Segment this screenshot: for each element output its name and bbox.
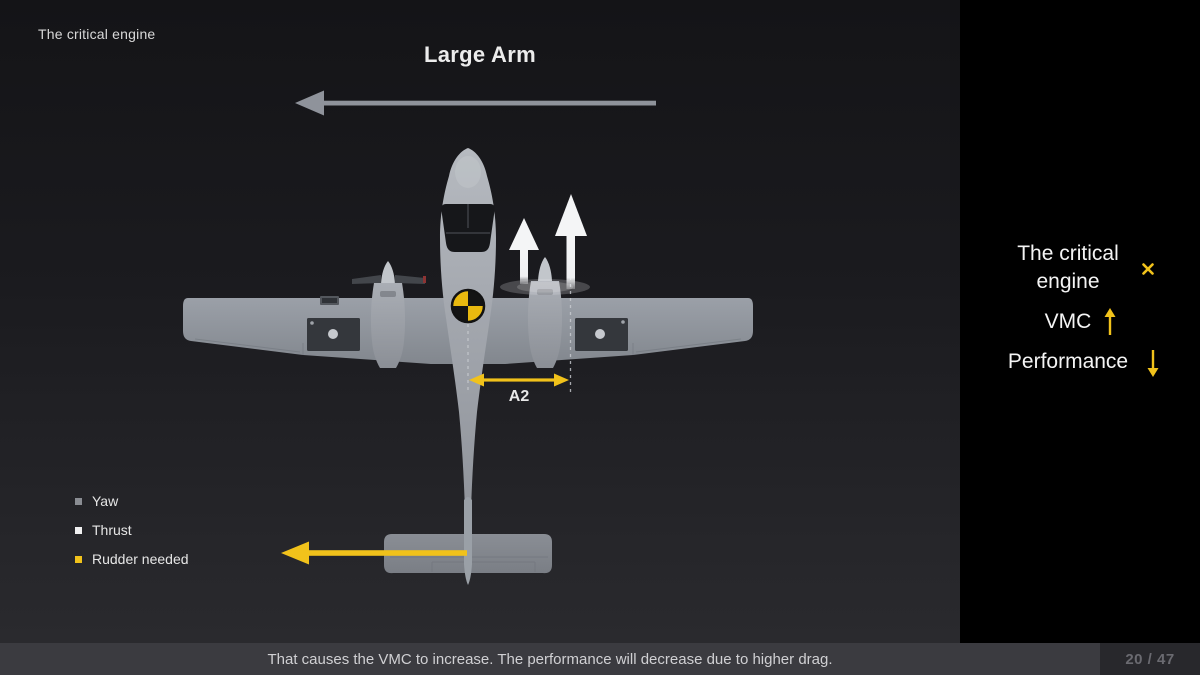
yaw-bullet-icon [75, 497, 82, 505]
legend-item-yaw: Yaw [75, 493, 189, 509]
thrust-arrow-large [555, 194, 587, 289]
rudder-bullet-icon [75, 555, 82, 563]
legend-label: Thrust [92, 522, 132, 538]
left-prop-blade [395, 275, 425, 284]
caption-bar: That causes the VMC to increase. The per… [0, 643, 1100, 675]
page-indicator: 20 / 47 [1125, 650, 1175, 668]
sidebar-item-label: VMC [1044, 310, 1092, 333]
summary-sidebar: The critical engine VMC Performance [960, 0, 1200, 643]
legend-item-rudder: Rudder needed [75, 551, 189, 567]
legend-label: Rudder needed [92, 551, 189, 567]
prop-tip-mark [423, 276, 426, 283]
sidebar-item-vmc: VMC [960, 308, 1176, 336]
wing-control-surface-lines [194, 338, 742, 355]
thrust-arrow-small [509, 218, 539, 284]
page-indicator-section: 20 / 47 [1100, 643, 1200, 675]
arrow-down-icon [1147, 350, 1159, 377]
legend-label: Yaw [92, 493, 119, 509]
sidebar-item-label: Performance [1007, 350, 1129, 373]
nacelle-intake [537, 289, 553, 295]
caption-text: That causes the VMC to increase. The per… [267, 650, 833, 668]
left-engine-nacelle [352, 261, 426, 368]
slide-title: The critical engine [38, 26, 156, 42]
right-wing-panel [575, 318, 628, 351]
sidebar-item-label: The critical engine [1017, 242, 1119, 293]
slide-canvas: The critical engine Large Arm [0, 0, 960, 643]
cg-marker [450, 288, 486, 324]
nose-highlight [455, 156, 481, 188]
right-spinner [538, 257, 552, 281]
x-mark-icon [1142, 263, 1154, 275]
a2-dimension-arrow [469, 373, 569, 387]
sidebar-item-performance: Performance [960, 348, 1176, 376]
windshield-frames [446, 204, 490, 234]
wing-vent-inner [322, 298, 337, 303]
rudder-arrow [281, 541, 467, 565]
a2-label: A2 [508, 388, 530, 405]
large-arm-arrow [295, 90, 656, 116]
tail-cone [464, 497, 472, 585]
sidebar-item-critical-engine: The critical engine [960, 240, 1176, 296]
left-spinner [381, 261, 395, 284]
legend: Yaw Thrust Rudder needed [75, 493, 189, 580]
left-prop-blade [352, 275, 381, 284]
nacelle-intake [380, 291, 396, 297]
airplane-diagram [183, 90, 753, 585]
thrust-bullet-icon [75, 526, 82, 534]
arrow-up-icon [1104, 308, 1116, 335]
left-wing-panel [307, 318, 360, 351]
propeller-blur-core [517, 281, 573, 293]
legend-item-thrust: Thrust [75, 522, 189, 538]
footer-bar: That causes the VMC to increase. The per… [0, 643, 1200, 675]
large-arm-heading: Large Arm [424, 42, 536, 67]
